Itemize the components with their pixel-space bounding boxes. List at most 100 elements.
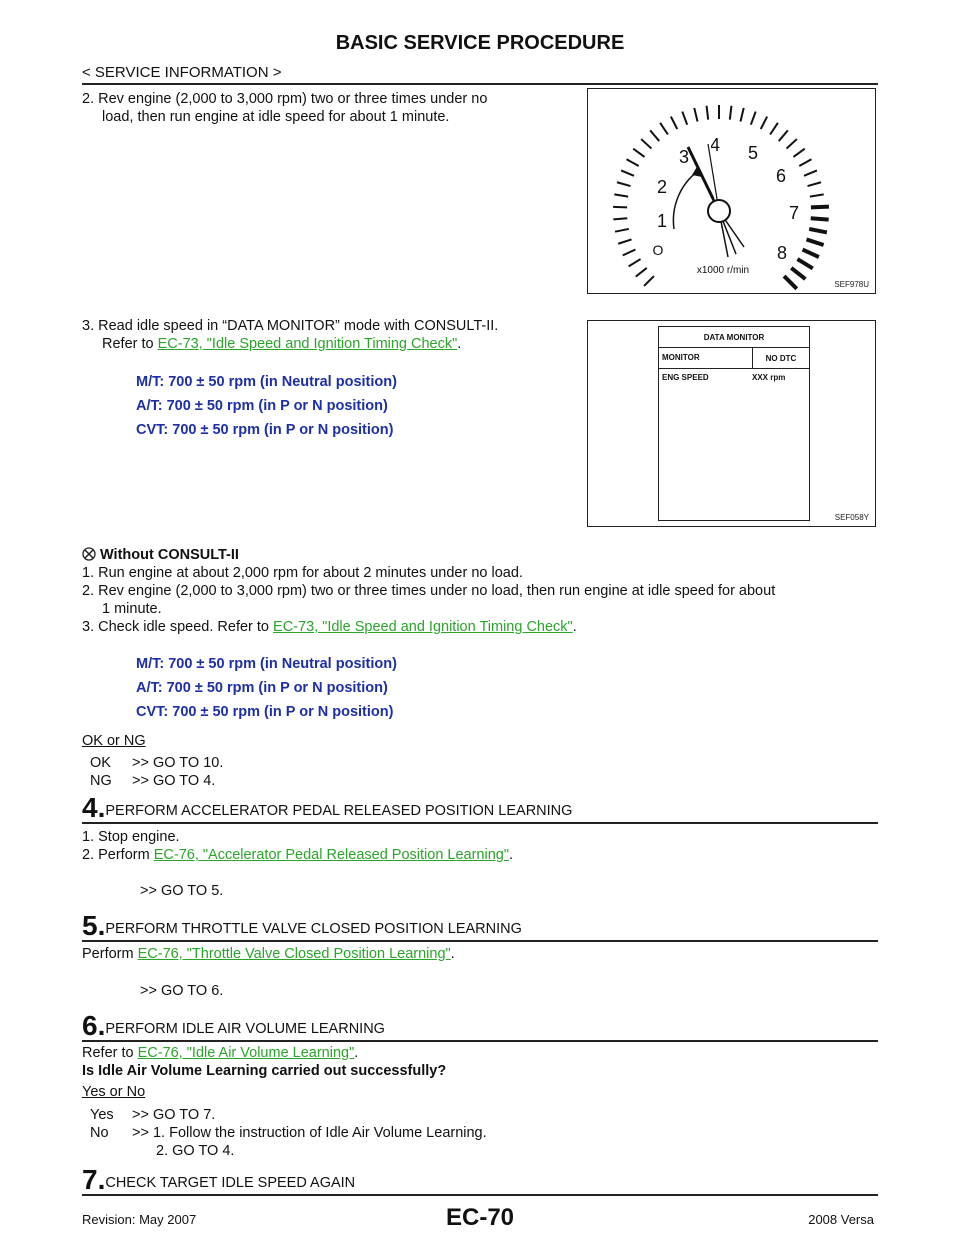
step7-heading: 7.CHECK TARGET IDLE SPEED AGAIN	[82, 1164, 356, 1195]
tacho-label-1: 1	[657, 211, 667, 231]
spec-block-b: M/T: 700 ± 50 rpm (in Neutral position) …	[136, 656, 397, 728]
tacho-tick	[777, 129, 789, 142]
step6-heading: 6.PERFORM IDLE AIR VOLUME LEARNING	[82, 1010, 385, 1041]
yes-no-label: Yes or No	[82, 1084, 146, 1100]
spec-cvt: CVT: 700 ± 50 rpm (in P or N position)	[136, 422, 394, 438]
link-accel-pedal-learning[interactable]: EC-76, "Accelerator Pedal Released Posit…	[153, 847, 509, 863]
link-throttle-valve-learning[interactable]: EC-76, "Throttle Valve Closed Position L…	[137, 946, 451, 962]
tacho-tick	[669, 116, 679, 130]
link-idle-speed-check-2[interactable]: EC-73, "Idle Speed and Ignition Timing C…	[273, 619, 573, 635]
tacho-tick	[759, 116, 769, 130]
tacho-tick	[622, 248, 636, 257]
step-read-idle: 3. Read idle speed in “DATA MONITOR” mod…	[82, 318, 499, 352]
tacho-label-8: 8	[777, 243, 787, 263]
page-title: BASIC SERVICE PROCEDURE	[335, 32, 625, 54]
tacho-tick	[809, 193, 824, 198]
step5-body: Perform EC-76, "Throttle Valve Closed Po…	[82, 946, 455, 999]
tacho-label-3: 3	[679, 147, 689, 167]
step4-rule	[82, 822, 878, 824]
step5-heading: 5.PERFORM THROTTLE VALVE CLOSED POSITION…	[82, 910, 522, 941]
link-idle-speed-check[interactable]: EC-73, "Idle Speed and Ignition Timing C…	[157, 336, 458, 352]
without-title: Without CONSULT-II	[100, 547, 239, 563]
tachometer-figure: O 1 2 3 4 5 6 7 8 x1000 r/min SEF978U	[587, 88, 876, 294]
step5-rule	[82, 940, 878, 942]
link-idle-air-volume-learning[interactable]: EC-76, "Idle Air Volume Learning"	[137, 1045, 355, 1061]
tacho-label-5: 5	[748, 143, 758, 163]
spec-cvt-2: CVT: 700 ± 50 rpm (in P or N position)	[136, 704, 394, 720]
tacho-tick	[614, 227, 629, 233]
step6-question: Is Idle Air Volume Learning carried out …	[82, 1063, 447, 1079]
tacho-label-0: O	[653, 242, 664, 258]
tacho-tick	[810, 204, 829, 210]
tool-icon	[82, 547, 96, 561]
tacho-tick	[790, 266, 807, 281]
step7-rule	[82, 1194, 878, 1196]
data-monitor-figure: DATA MONITOR MONITOR NO DTC ENG SPEED XX…	[587, 320, 876, 527]
step4-body: 1. Stop engine. 2. Perform EC-76, "Accel…	[82, 829, 514, 899]
tacho-tick	[681, 111, 689, 126]
tacho-tick	[785, 138, 798, 150]
tacho-tick	[796, 257, 814, 271]
tacho-tick	[769, 122, 779, 136]
header-rule	[82, 83, 878, 85]
figure-id-monitor: SEF058Y	[834, 513, 869, 522]
monitor-row-label: ENG SPEED	[662, 373, 709, 382]
tacho-tick	[628, 258, 642, 268]
figure-id-tachometer: SEF978U	[834, 280, 869, 289]
tacho-tick	[632, 147, 646, 158]
tacho-tick	[792, 147, 806, 158]
tacho-tick	[782, 274, 799, 291]
spec-mt: M/T: 700 ± 50 rpm (in Neutral position)	[136, 374, 397, 390]
tacho-tick	[705, 105, 710, 120]
tacho-tick	[635, 267, 648, 278]
tacho-tick	[620, 169, 635, 177]
tacho-tick	[649, 129, 661, 142]
step4-heading: 4.PERFORM ACCELERATOR PEDAL RELEASED POS…	[82, 792, 573, 823]
tacho-label-6: 6	[776, 166, 786, 186]
tacho-tick	[805, 237, 825, 247]
monitor-col-monitor: MONITOR	[659, 348, 753, 368]
tacho-tick	[693, 107, 699, 122]
step6-rule	[82, 1040, 878, 1042]
tacho-unit: x1000 r/min	[697, 265, 749, 276]
spec-mt-2: M/T: 700 ± 50 rpm (in Neutral position)	[136, 656, 397, 672]
footer-revision: Revision: May 2007	[82, 1212, 197, 1227]
footer-page-number: EC-70	[445, 1204, 515, 1231]
tacho-label-2: 2	[657, 177, 667, 197]
tacho-tick	[728, 105, 733, 120]
tacho-tick	[616, 181, 631, 187]
tacho-label-7: 7	[789, 203, 799, 223]
footer-model: 2008 Versa	[808, 1212, 874, 1227]
ok-ng-block: OK or NG OK>> GO TO 10. NG>> GO TO 4.	[82, 732, 782, 790]
monitor-title: DATA MONITOR	[659, 327, 809, 348]
tacho-tick	[808, 226, 828, 235]
tacho-tick	[810, 216, 829, 222]
tacho-tick	[807, 181, 822, 187]
section-label: < SERVICE INFORMATION >	[82, 64, 282, 81]
spec-block-a: M/T: 700 ± 50 rpm (in Neutral position) …	[136, 374, 397, 446]
tachometer-gauge: O 1 2 3 4 5 6 7 8 x1000 r/min	[613, 105, 829, 291]
tacho-tick	[798, 158, 812, 167]
tacho-tick	[617, 238, 632, 245]
tacho-tick	[643, 275, 655, 287]
tacho-tick	[626, 158, 640, 167]
monitor-row-value: XXX rpm	[752, 373, 786, 382]
spec-at-2: A/T: 700 ± 50 rpm (in P or N position)	[136, 680, 388, 696]
tacho-tick	[613, 205, 628, 209]
spec-at: A/T: 700 ± 50 rpm (in P or N position)	[136, 398, 388, 414]
tacho-tick	[749, 111, 757, 126]
monitor-screen: DATA MONITOR MONITOR NO DTC ENG SPEED XX…	[658, 326, 810, 521]
tacho-tick	[739, 107, 745, 122]
ok-ng-label: OK or NG	[82, 733, 146, 749]
monitor-col-nodtc: NO DTC	[765, 353, 797, 363]
step6-body: Refer to EC-76, "Idle Air Volume Learnin…	[82, 1044, 872, 1160]
tacho-label-4: 4	[710, 135, 720, 155]
tacho-tick	[803, 169, 818, 177]
tacho-tick	[801, 247, 820, 259]
tacho-tick	[659, 122, 669, 136]
without-consult-section: Without CONSULT-II 1. Run engine at abou…	[82, 547, 776, 635]
tacho-tick	[614, 193, 629, 198]
step-rev-engine: 2. Rev engine (2,000 to 3,000 rpm) two o…	[82, 91, 488, 125]
tacho-tick	[613, 217, 628, 221]
tacho-tick	[640, 138, 653, 150]
